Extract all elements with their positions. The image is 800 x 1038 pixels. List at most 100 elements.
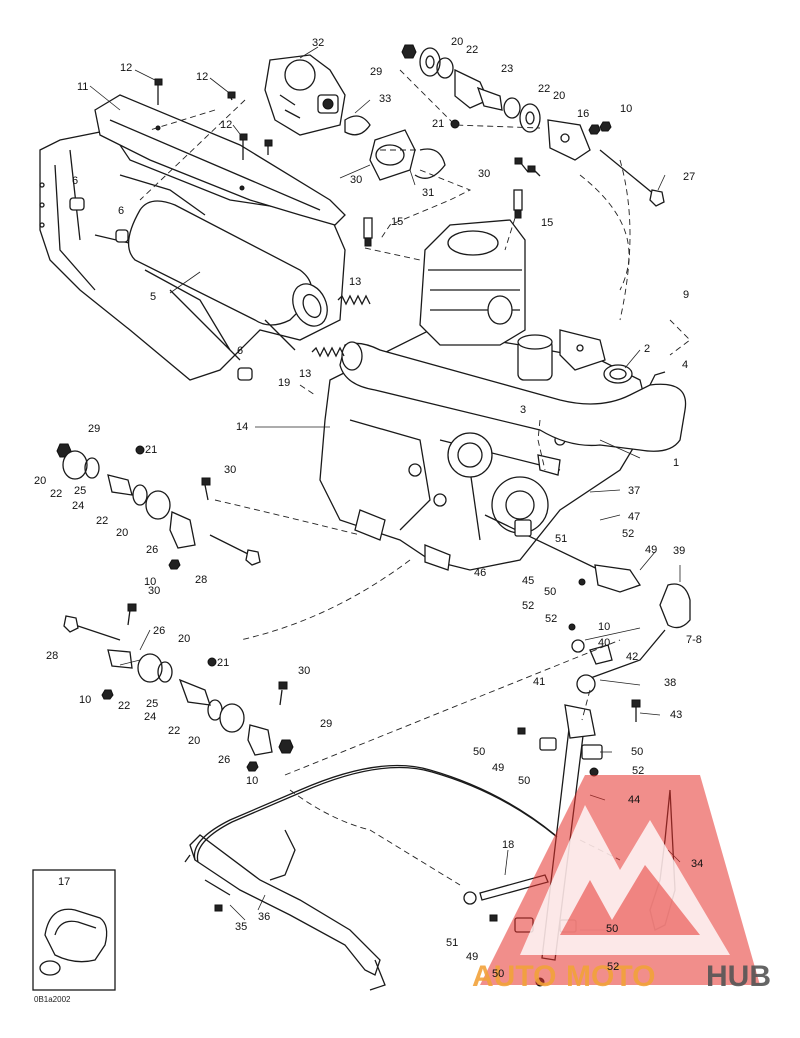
part-label: 49 xyxy=(645,544,657,556)
part-label: 20 xyxy=(116,527,128,539)
part-label: 50 xyxy=(492,968,504,980)
bolts-12 xyxy=(154,78,273,160)
part-label: 10 xyxy=(246,775,258,787)
part-label: 26 xyxy=(146,544,158,556)
part-label: 29 xyxy=(88,423,100,435)
watermark-auto: AUTO xyxy=(472,960,556,993)
part-label: 21 xyxy=(432,118,444,130)
part-label: 30 xyxy=(478,168,490,180)
part-label: 26 xyxy=(218,754,230,766)
part-label: 25 xyxy=(74,485,86,497)
part-label: 44 xyxy=(628,794,640,806)
part-label: 13 xyxy=(349,276,361,288)
part-label: 17 xyxy=(58,876,70,888)
part-label: 4 xyxy=(682,359,688,371)
part-label: 20 xyxy=(451,36,463,48)
part-label: 11 xyxy=(77,81,88,93)
part-label: 14 xyxy=(236,421,248,433)
intake-boot xyxy=(344,115,446,181)
part-label: 26 xyxy=(153,625,165,637)
part-label: 20 xyxy=(188,735,200,747)
part-label: 27 xyxy=(683,171,695,183)
part-label: 7-8 xyxy=(686,634,702,646)
part-label: 20 xyxy=(34,475,46,487)
part-label: 22 xyxy=(466,44,478,56)
part-label: 52 xyxy=(522,600,534,612)
part-label: 49 xyxy=(492,762,504,774)
part-label: 21 xyxy=(217,657,229,669)
part-label: 29 xyxy=(370,66,382,78)
part-label: 32 xyxy=(312,37,324,49)
grommets xyxy=(69,197,253,381)
part-label: 30 xyxy=(224,464,236,476)
part-label: 9 xyxy=(683,289,689,301)
part-label: 20 xyxy=(553,90,565,102)
part-label: 41 xyxy=(533,676,545,688)
part-label: 5 xyxy=(150,291,156,303)
part-label: 21 xyxy=(145,444,157,456)
engine-mount-lower xyxy=(63,603,294,772)
part-label: 30 xyxy=(148,585,160,597)
part-label: 47 xyxy=(628,511,640,523)
part-label: 22 xyxy=(538,83,550,95)
watermark-hub: HUB xyxy=(706,960,771,993)
watermark-moto: MOTO xyxy=(566,960,655,993)
part-label: 24 xyxy=(72,500,84,512)
part-label: 35 xyxy=(235,921,247,933)
reference-lines xyxy=(139,69,691,886)
engine-mount-left xyxy=(56,443,261,570)
part-label: 12 xyxy=(120,62,132,74)
exhaust-pipe xyxy=(339,341,687,452)
part-label: 31 xyxy=(422,187,434,199)
part-label: 15 xyxy=(391,216,403,228)
part-label: 28 xyxy=(46,650,58,662)
part-label: 50 xyxy=(544,586,556,598)
part-label: 34 xyxy=(691,858,703,870)
part-label: 33 xyxy=(379,93,391,105)
part-label: 6 xyxy=(118,205,124,217)
part-label: 23 xyxy=(501,63,513,75)
part-label: 22 xyxy=(50,488,62,500)
part-label: 45 xyxy=(522,575,534,587)
part-label: 36 xyxy=(258,911,270,923)
part-label: 39 xyxy=(673,545,685,557)
part-label: 50 xyxy=(518,775,530,787)
watermark-logo: AUTO MOTO HUB xyxy=(472,775,771,993)
part-label: 12 xyxy=(196,71,208,83)
part-label: 49 xyxy=(466,951,478,963)
part-label: 22 xyxy=(168,725,180,737)
part-label: 2 xyxy=(644,343,650,355)
part-label: 52 xyxy=(632,765,644,777)
leader-lines xyxy=(89,46,681,931)
muffler xyxy=(128,200,328,351)
carburetor xyxy=(264,54,346,136)
part-label: 37 xyxy=(628,485,640,497)
part-label: 28 xyxy=(195,574,207,586)
part-label: 50 xyxy=(473,746,485,758)
part-label: 13 xyxy=(299,368,311,380)
part-label: 52 xyxy=(607,961,619,973)
springs-13 xyxy=(311,294,371,358)
part-label: 12 xyxy=(220,119,232,131)
part-label: 20 xyxy=(178,633,190,645)
brake-cable xyxy=(193,764,558,863)
part-label: 6 xyxy=(72,175,78,187)
figure-code: 0B1a2002 xyxy=(34,995,71,1004)
part-label: 50 xyxy=(631,746,643,758)
part-label: 38 xyxy=(664,677,676,689)
part-label: 52 xyxy=(622,528,634,540)
part-label: 46 xyxy=(474,567,486,579)
part-label: 51 xyxy=(555,533,567,545)
part-label: 15 xyxy=(541,217,553,229)
part-label: 24 xyxy=(144,711,156,723)
part-label: 1 xyxy=(673,457,679,469)
foot-brake xyxy=(184,829,386,991)
part-label: 10 xyxy=(620,103,632,115)
part-label: 16 xyxy=(577,108,589,120)
part-label: 10 xyxy=(598,621,610,633)
spark-plugs xyxy=(363,189,523,247)
part-label: 51 xyxy=(446,937,458,949)
part-label: 10 xyxy=(144,576,156,588)
part-label: 30 xyxy=(298,665,310,677)
